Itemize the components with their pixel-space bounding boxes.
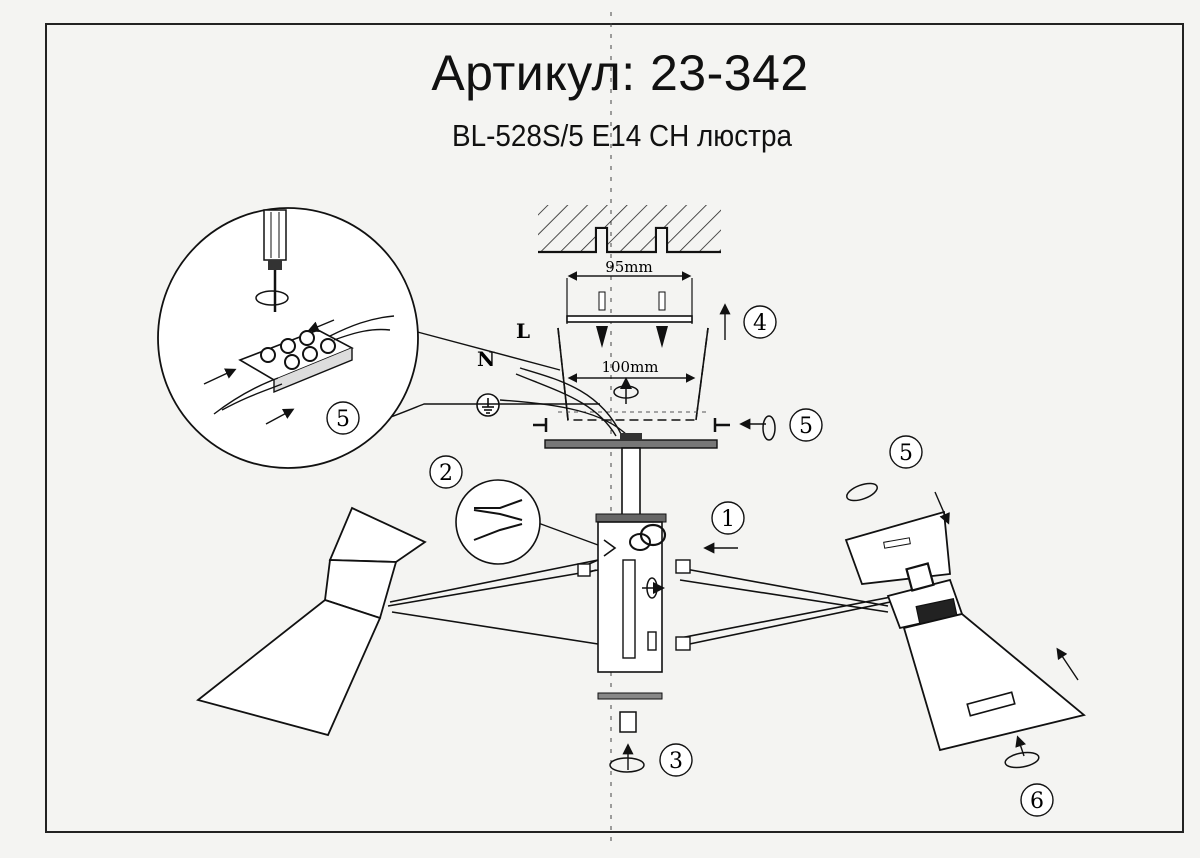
right-shade [844,510,1086,752]
step-marker-5-shade: 5 [889,435,923,469]
dimension-100-label: 100mm [601,358,658,376]
article-title: Артикул: 23-342 [431,45,809,101]
svg-text:1: 1 [721,507,735,532]
step-marker-1: 1 [711,501,745,535]
terminal-block-icon [238,329,354,394]
right-arm [675,559,901,651]
supply-wires [499,367,629,437]
rotate-arrow-icon [642,577,665,599]
dimension-95 [566,271,693,324]
mounting-plate [566,291,693,348]
terminal-detail [157,207,600,469]
step-marker-6: 6 [1020,783,1054,817]
model-subtitle: BL-528S/5 E14 CH люстра [451,118,793,153]
direction-arrow-icon [622,303,1079,770]
finial-cap [619,711,637,733]
svg-text:4: 4 [753,311,767,336]
base-plate [544,439,718,449]
screw-icon [596,291,668,348]
svg-text:5: 5 [799,414,813,439]
svg-text:2: 2 [439,461,453,486]
rotate-arrow-icon [613,377,639,404]
stem [621,447,641,519]
ceiling [538,205,721,254]
ground-icon [476,393,500,417]
step-marker-4: 4 [743,305,777,339]
cable-nut [620,433,642,441]
step-marker-2: 2 [429,455,463,489]
rotate-arrow-icon [609,415,1040,773]
step-marker-3: 3 [659,743,693,777]
decorative-ring [597,692,663,700]
screwdriver-icon [255,209,289,312]
svg-text:6: 6 [1030,789,1044,814]
step-marker-5-canopy: 5 [789,408,823,442]
step-marker-5-detail: 5 [326,401,360,435]
live-wire-label: L [516,319,530,343]
dimension-95-label: 95mm [605,258,653,276]
svg-text:5: 5 [899,441,913,466]
wire-joint-detail [455,479,599,565]
svg-text:5: 5 [336,407,350,432]
svg-text:3: 3 [669,749,683,774]
central-body [595,513,667,673]
neutral-wire-label: N [477,347,495,371]
page-frame [45,23,1184,833]
left-arm [387,559,599,645]
canopy [533,327,730,432]
left-shade [196,506,427,737]
